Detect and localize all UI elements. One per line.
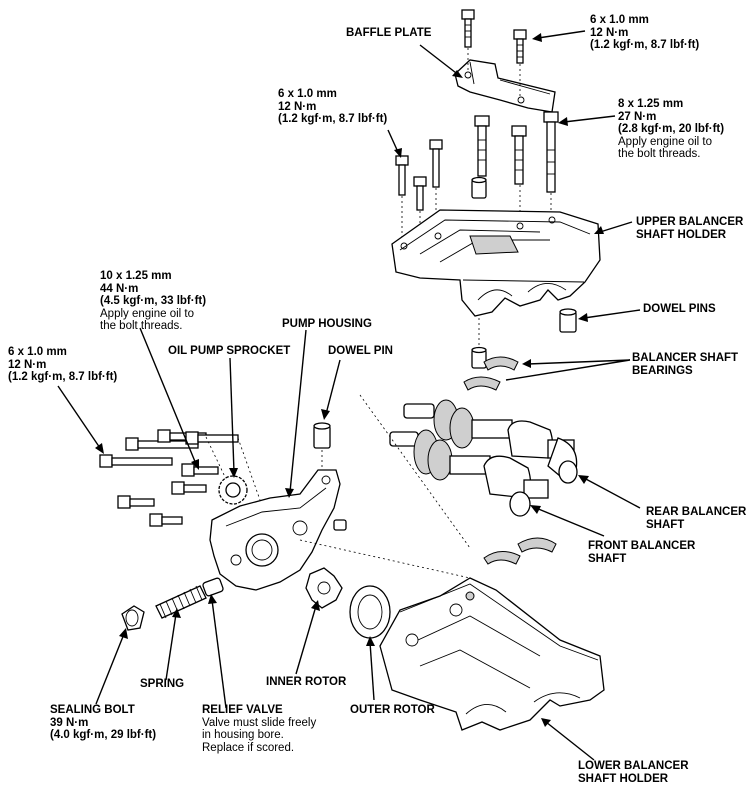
upper-dowel-pin (559, 308, 577, 333)
upper-dowel-pin-below (471, 346, 487, 369)
label-pump-housing: PUMP HOUSING (282, 318, 372, 330)
upper-holder-bolts (395, 111, 559, 211)
leader-lines (57, 30, 641, 761)
spec-pump-6mm-bolts: 6 x 1.0 mm 12 N·m (1.2 kgf·m, 8.7 lbf·ft… (8, 346, 118, 383)
lower-balancer-shaft-holder (379, 577, 605, 731)
relief-valve (202, 577, 224, 597)
baffle-plate-bolt-right (513, 29, 527, 64)
label-rear-balancer-shaft: REAR BALANCER SHAFT (646, 506, 747, 531)
label-dowel-pins: DOWEL PINS (643, 303, 716, 315)
label-dowel-pin: DOWEL PIN (328, 345, 393, 357)
front-balancer-shaft (389, 429, 549, 517)
label-oil-pump-sprocket: OIL PUMP SPROCKET (168, 345, 291, 357)
label-lower-balancer-shaft-holder: LOWER BALANCER SHAFT HOLDER (578, 760, 689, 785)
relief-spring (155, 585, 207, 619)
label-outer-rotor: OUTER ROTOR (350, 704, 435, 716)
baffle-plate (454, 59, 556, 113)
spec-upper-right-bolts: 8 x 1.25 mm 27 N·m (2.8 kgf·m, 20 lbf·ft… (618, 98, 725, 160)
oil-pump-bolts (99, 429, 239, 527)
upper-dowel-top (471, 176, 487, 199)
balancer-shaft-bearings-lower (483, 537, 557, 565)
label-inner-rotor: INNER ROTOR (266, 676, 347, 688)
pump-pin (333, 519, 347, 531)
inner-rotor (305, 567, 343, 609)
label-front-balancer-shaft: FRONT BALANCER SHAFT (588, 540, 696, 565)
pump-housing (209, 469, 341, 591)
baffle-plate-bolt-left (461, 9, 475, 48)
label-balancer-shaft-bearings: BALANCER SHAFT BEARINGS (632, 352, 739, 377)
sealing-bolt (121, 605, 145, 631)
label-spring: SPRING (140, 678, 185, 690)
spec-upper-left-bolts: 6 x 1.0 mm 12 N·m (1.2 kgf·m, 8.7 lbf·ft… (278, 88, 388, 125)
oil-pump-sprocket (218, 475, 248, 505)
spec-baffle-bolt: 6 x 1.0 mm 12 N·m (1.2 kgf·m, 8.7 lbf·ft… (590, 14, 700, 51)
balancer-shaft-bearings-upper (463, 356, 519, 391)
outer-rotor (349, 585, 391, 639)
label-sealing-bolt: SEALING BOLT 39 N·m (4.0 kgf·m, 29 lbf·f… (50, 704, 157, 741)
label-baffle-plate: BAFFLE PLATE (346, 27, 432, 39)
spec-pump-10mm-bolts: 10 x 1.25 mm 44 N·m (4.5 kgf·m, 33 lbf·f… (100, 270, 207, 332)
label-relief-valve: RELIEF VALVE Valve must slide freely in … (202, 704, 317, 754)
rear-balancer-shaft (403, 399, 578, 484)
label-upper-balancer-shaft-holder: UPPER BALANCER SHAFT HOLDER (636, 216, 744, 241)
pump-dowel-pin (313, 422, 331, 449)
upper-balancer-shaft-holder (391, 209, 601, 317)
